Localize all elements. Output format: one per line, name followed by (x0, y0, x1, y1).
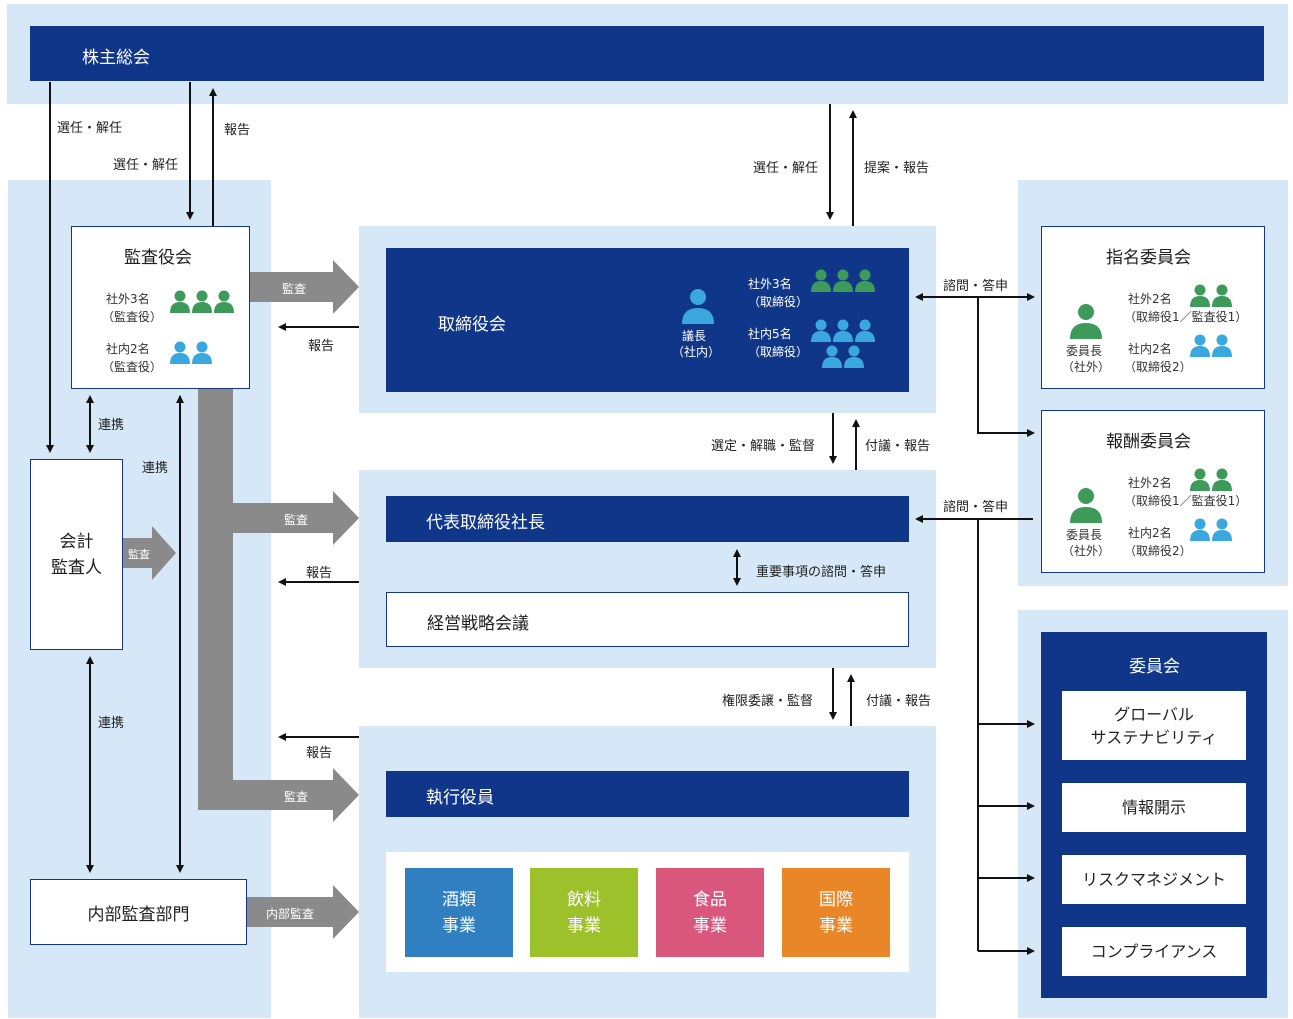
remuneration-title: 報酬委員会 (1106, 432, 1191, 452)
label-select-supervise: 選定・解職・監督 (711, 439, 816, 454)
outside-directors-icon (811, 269, 875, 292)
shareholders-meeting: 株主総会 (30, 26, 1264, 81)
label-consult-nomination: 諮問・答申 (943, 279, 1009, 294)
audit-board-title: 監査役会 (124, 248, 192, 268)
executive-officers: 執行役員 (386, 771, 909, 817)
nomination-chair-icon (1070, 304, 1102, 339)
label-link-2: 連携 (142, 461, 169, 476)
inside-auditors-icon (170, 341, 212, 364)
board-of-directors: 取締役会 議長 （社内） 社外3名 （取締役） 社内5名 （取締役） (386, 248, 909, 392)
label-elect-auditboard: 選任・解任 (113, 158, 179, 173)
label-elect-auditor: 選任・解任 (57, 121, 123, 136)
chair-sub: （社内） (672, 345, 721, 359)
officers-title: 執行役員 (426, 788, 494, 808)
chair-person-icon (682, 289, 714, 324)
nomination-committee: 指名委員会 委員長 （社外） 社外2名 （取締役1／監査役1） 社内2名 （取締… (1041, 226, 1265, 389)
business-food: 食品 事業 (656, 868, 764, 957)
remuneration-inside-role: （取締役2） (1124, 544, 1192, 558)
remuneration-inside-icon (1190, 518, 1232, 541)
label-internal-audit: 内部監査 (266, 907, 315, 921)
audit-outside-role: （監査役） (102, 310, 163, 324)
nomination-chair-sub: （社外） (1062, 360, 1111, 374)
label-audit-president: 監査 (284, 513, 309, 527)
president: 代表取締役社長 (386, 496, 909, 542)
chair-label: 議長 (682, 329, 707, 343)
label-report-board: 報告 (308, 339, 335, 354)
label-report-shareholders: 報告 (224, 123, 251, 138)
remuneration-outside-label: 社外2名 (1128, 476, 1172, 490)
label-link-3: 連携 (98, 716, 125, 731)
board-outside-label: 社外3名 (748, 277, 792, 291)
remuneration-outside-icon (1190, 468, 1232, 491)
nomination-outside-role: （取締役1／監査役1） (1124, 310, 1248, 324)
internal-audit-title: 内部監査部門 (87, 904, 190, 925)
strategy-title: 経営戦略会議 (427, 614, 529, 634)
nomination-chair-label: 委員長 (1066, 344, 1103, 358)
label-delegate-supervise: 権限委譲・監督 (722, 694, 814, 709)
label-elect-board: 選任・解任 (753, 161, 819, 176)
committee-compliance: コンプライアンス (1062, 927, 1246, 976)
label-report-officers: 報告 (306, 746, 333, 761)
internal-audit-dept: 内部監査部門 (30, 879, 247, 945)
remuneration-committee: 報酬委員会 委員長 （社外） 社外2名 （取締役1／監査役1） 社内2名 （取締… (1041, 410, 1265, 573)
shareholders-title: 株主総会 (82, 48, 150, 68)
business-international: 国際 事業 (782, 868, 890, 957)
audit-board: 監査役会 社外3名 （監査役） 社内2名 （監査役） (71, 226, 250, 389)
remuneration-chair-sub: （社外） (1062, 544, 1111, 558)
nomination-inside-icon (1190, 334, 1232, 357)
remuneration-chair-label: 委員長 (1066, 528, 1103, 542)
audit-inside-label: 社内2名 (106, 342, 150, 356)
inside-directors-icon (811, 319, 875, 368)
president-title: 代表取締役社長 (426, 513, 545, 533)
label-important-matters: 重要事項の諮問・答申 (756, 565, 887, 580)
business-alcohol: 酒類 事業 (405, 868, 513, 957)
remuneration-inside-label: 社内2名 (1128, 526, 1172, 540)
label-resolve-report-1: 付議・報告 (865, 439, 931, 454)
label-resolve-report-2: 付議・報告 (866, 694, 932, 709)
label-audit-board: 監査 (282, 282, 307, 296)
outside-auditors-icon (170, 290, 234, 313)
strategy-meeting: 経営戦略会議 (386, 592, 909, 647)
remuneration-outside-role: （取締役1／監査役1） (1124, 494, 1248, 508)
nomination-inside-role: （取締役2） (1124, 360, 1192, 374)
remuneration-chair-icon (1070, 488, 1102, 523)
board-title: 取締役会 (438, 315, 506, 335)
committee-disclosure: 情報開示 (1062, 783, 1246, 832)
label-consult-president: 諮問・答申 (943, 500, 1009, 515)
label-link-1: 連携 (98, 418, 125, 433)
business-beverage: 飲料 事業 (530, 868, 638, 957)
label-audit-officers: 監査 (284, 790, 309, 804)
nomination-outside-label: 社外2名 (1128, 292, 1172, 306)
board-inside-role: （取締役） (748, 345, 809, 359)
committees-title: 委員会 (1129, 657, 1180, 677)
label-propose-report: 提案・報告 (864, 161, 930, 176)
board-outside-role: （取締役） (748, 295, 809, 309)
accounting-auditor-title: 会計 監査人 (51, 531, 102, 578)
nomination-outside-icon (1190, 284, 1232, 307)
board-inside-label: 社内5名 (748, 327, 792, 341)
nomination-title: 指名委員会 (1106, 248, 1191, 268)
audit-inside-role: （監査役） (102, 360, 163, 374)
label-report-president: 報告 (306, 566, 333, 581)
committee-risk: リスクマネジメント (1062, 855, 1246, 904)
committee-sustainability: グローバル サステナビリティ (1062, 691, 1246, 760)
nomination-inside-label: 社内2名 (1128, 342, 1172, 356)
accounting-auditor: 会計 監査人 (30, 459, 123, 650)
audit-outside-label: 社外3名 (106, 292, 150, 306)
label-audit-accounting: 監査 (128, 548, 150, 561)
